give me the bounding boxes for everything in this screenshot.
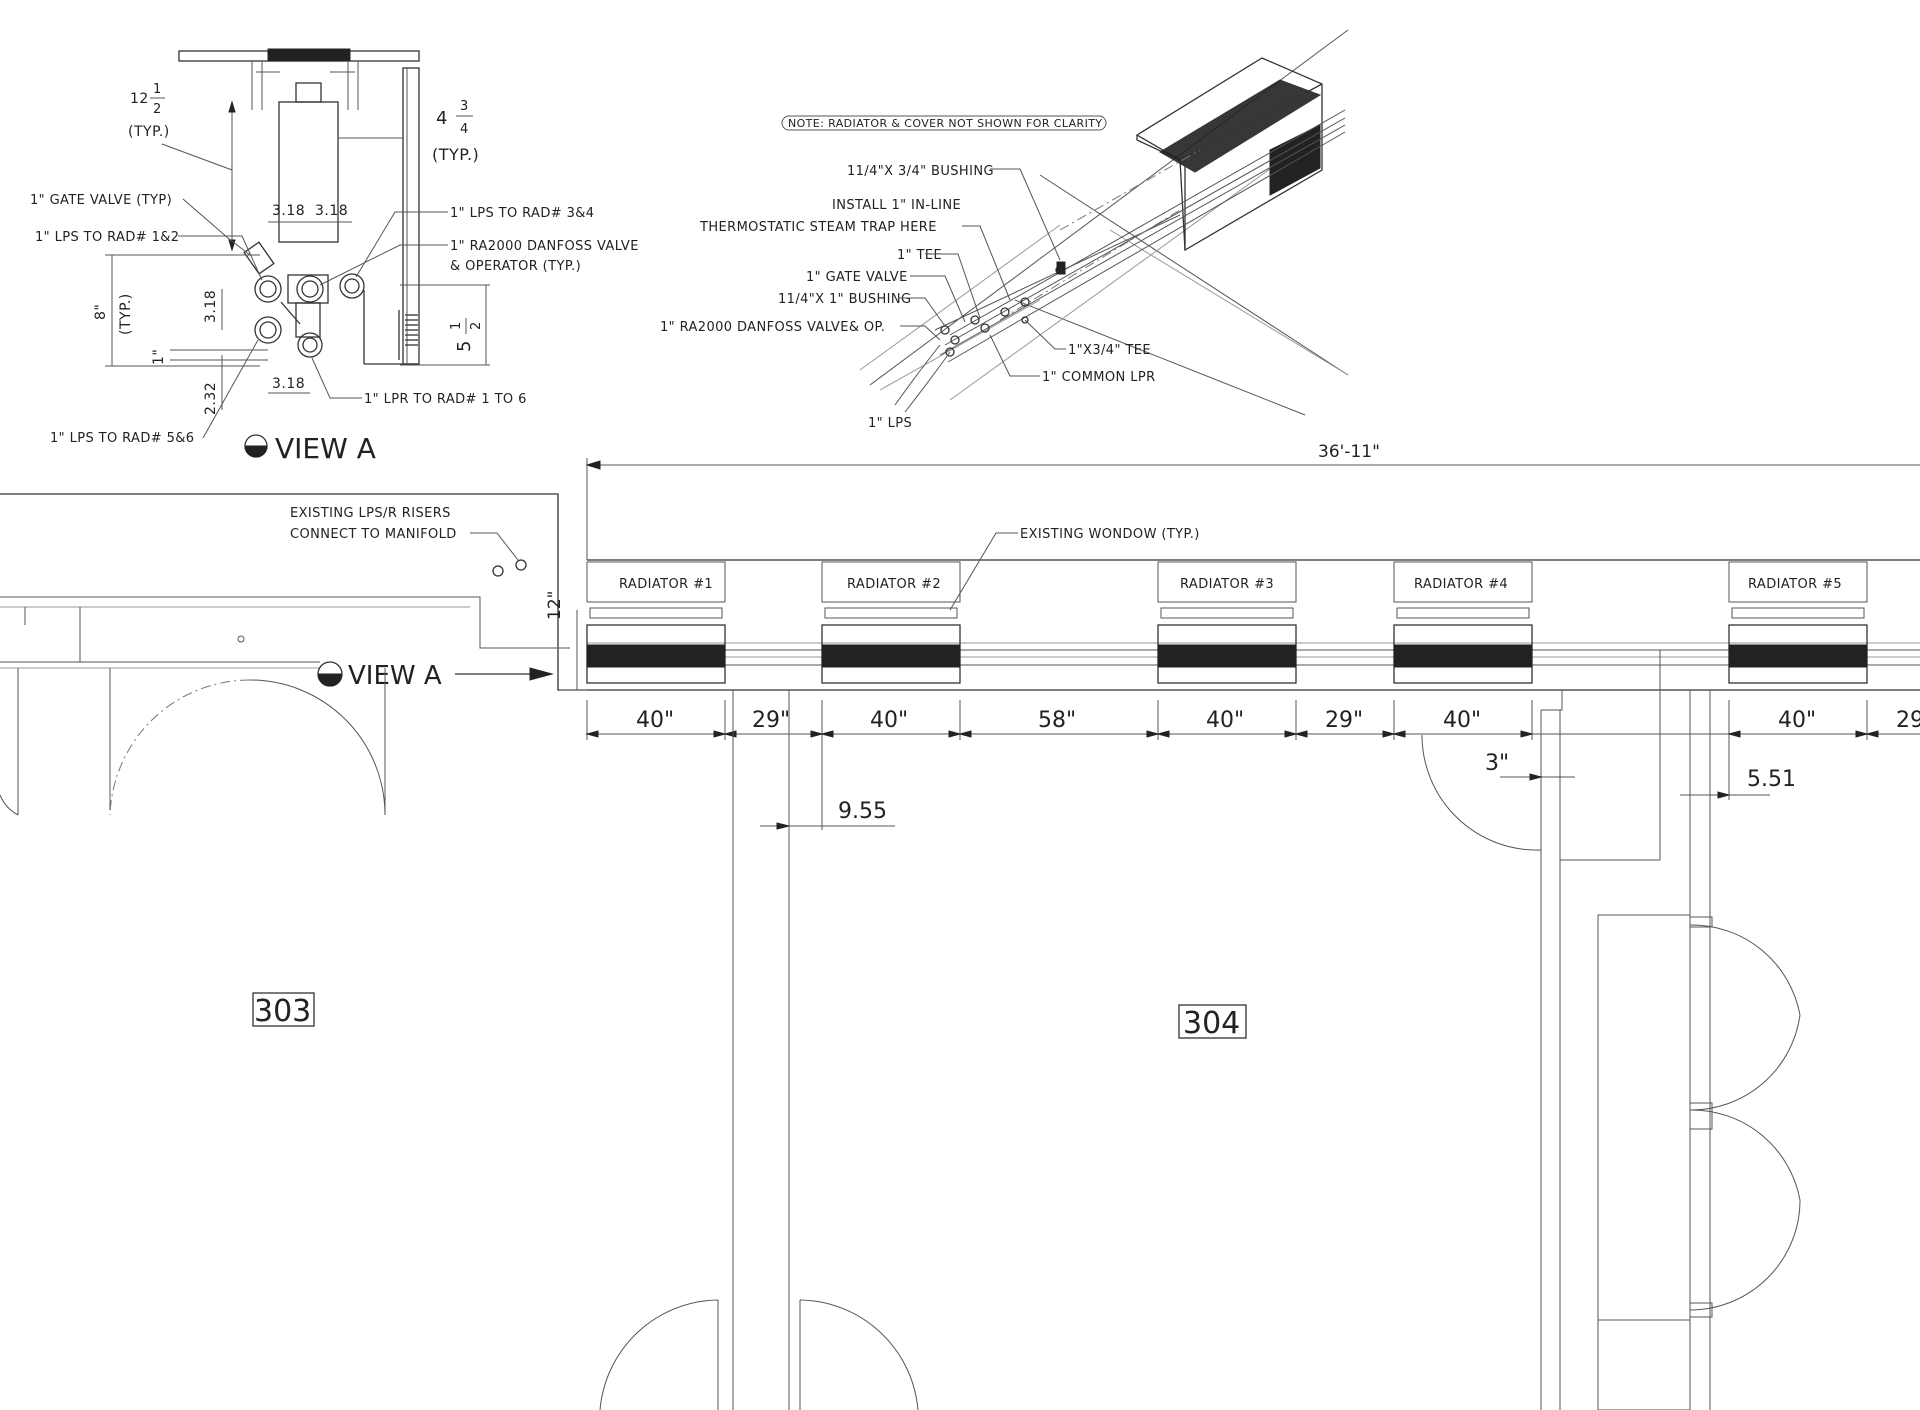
dim-3: 3" — [1485, 751, 1509, 776]
spacing-dim: 40" — [1778, 708, 1816, 733]
risers-label-1: EXISTING LPS/R RISERS — [290, 506, 451, 521]
radiator-label: RADIATOR #5 — [1748, 577, 1842, 592]
spacing-dim: 29 — [1896, 708, 1920, 733]
dim-551: 5.51 — [1747, 767, 1796, 792]
dim-232: 2.32 — [203, 382, 219, 415]
danfoss-valve-label-1: 1" RA2000 DANFOSS VALVE — [450, 239, 639, 254]
dim-right-typ: (TYP.) — [432, 145, 479, 164]
dim-318-b: 3.18 — [315, 203, 348, 219]
dim-1: 1" — [151, 349, 167, 365]
iso-tee: 1" TEE — [897, 248, 942, 263]
radiator-label: RADIATOR #2 — [847, 577, 941, 592]
floor-plan: 36'-11" EXISTING LPS/R RISERS CONNECT TO… — [0, 442, 1920, 1410]
dim-top-frac-den: 2 — [153, 102, 162, 117]
iso-detail: NOTE: RADIATOR & COVER NOT SHOWN FOR CLA… — [660, 29, 1349, 431]
lps-rad-1-2-label: 1" LPS TO RAD# 1&2 — [35, 230, 179, 245]
radiator-1: RADIATOR #1 — [586, 561, 726, 684]
dim-318-d: 3.18 — [272, 376, 305, 392]
room-303-tag: 303 — [254, 994, 311, 1029]
room-304-tag: 304 — [1183, 1006, 1240, 1041]
dim-8-typ: (TYP.) — [118, 293, 134, 335]
dim-955: 9.55 — [838, 799, 887, 824]
spacing-dim: 40" — [870, 708, 908, 733]
view-a-ref: VIEW A — [348, 661, 442, 691]
view-a-title: VIEW A — [275, 432, 376, 465]
lps-rad-3-4-label: 1" LPS TO RAD# 3&4 — [450, 206, 594, 221]
dim-right-frac-num: 3 — [460, 99, 469, 114]
iso-danfoss: 1" RA2000 DANFOSS VALVE& OP. — [660, 320, 885, 335]
iso-bushing-2: 11/4"X 1" BUSHING — [778, 292, 912, 307]
iso-trap-2: THERMOSTATIC STEAM TRAP HERE — [699, 220, 937, 235]
dim-318-a: 3.18 — [272, 203, 305, 219]
risers-label-2: CONNECT TO MANIFOLD — [290, 527, 457, 542]
dim-top-typ: (TYP.) — [128, 124, 170, 140]
dim-top-value: 12 — [130, 91, 149, 107]
iso-tee-2: 1"X3/4" TEE — [1068, 343, 1151, 358]
iso-bushing-1: 11/4"X 3/4" BUSHING — [847, 164, 994, 179]
iso-common-lpr: 1" COMMON LPR — [1042, 370, 1156, 385]
spacing-dim: 40" — [1206, 708, 1244, 733]
dim-right-frac-den: 4 — [460, 122, 469, 137]
lps-rad-5-6-label: 1" LPS TO RAD# 5&6 — [50, 431, 194, 446]
lpr-rad-1-6-label: 1" LPR TO RAD# 1 TO 6 — [364, 392, 527, 407]
radiator-5: RADIATOR #5 — [1728, 561, 1868, 684]
spacing-dim: 29" — [1325, 708, 1363, 733]
radiator-label: RADIATOR #1 — [619, 577, 713, 592]
dim-5-frac-den: 2 — [469, 321, 484, 330]
radiator-label: RADIATOR #4 — [1414, 577, 1508, 592]
dim-right-value: 4 — [436, 108, 447, 129]
radiator-2: RADIATOR #2 — [821, 561, 961, 684]
dim-5-frac-num: 1 — [449, 321, 464, 330]
gate-valve-label: 1" GATE VALVE (TYP) — [30, 193, 172, 208]
window-note: EXISTING WONDOW (TYP.) — [1020, 527, 1200, 542]
spacing-dim: 29" — [752, 708, 790, 733]
overall-dim: 36'-11" — [1318, 442, 1380, 462]
radiator-3: RADIATOR #3 — [1157, 561, 1297, 684]
spacing-dim: 58" — [1038, 708, 1076, 733]
dim-5-value: 5 — [454, 341, 475, 352]
iso-note: NOTE: RADIATOR & COVER NOT SHOWN FOR CLA… — [788, 117, 1102, 130]
radiator-label: RADIATOR #3 — [1180, 577, 1274, 592]
iso-gate-valve: 1" GATE VALVE — [806, 270, 908, 285]
dim-8: 8" — [93, 304, 109, 320]
dim-top-frac-num: 1 — [153, 82, 162, 97]
dim-12: 12" — [545, 591, 565, 620]
view-a-detail: 12 1 2 (TYP.) 4 3 4 (TYP.) 1" GATE VALVE… — [30, 48, 639, 465]
dim-318-c: 3.18 — [203, 290, 219, 323]
spacing-dim: 40" — [1443, 708, 1481, 733]
iso-lps: 1" LPS — [868, 416, 912, 431]
spacing-dim: 40" — [636, 708, 674, 733]
iso-trap-1: INSTALL 1" IN-LINE — [832, 198, 961, 213]
danfoss-valve-label-2: & OPERATOR (TYP.) — [450, 259, 581, 274]
radiator-4: RADIATOR #4 — [1393, 561, 1533, 684]
